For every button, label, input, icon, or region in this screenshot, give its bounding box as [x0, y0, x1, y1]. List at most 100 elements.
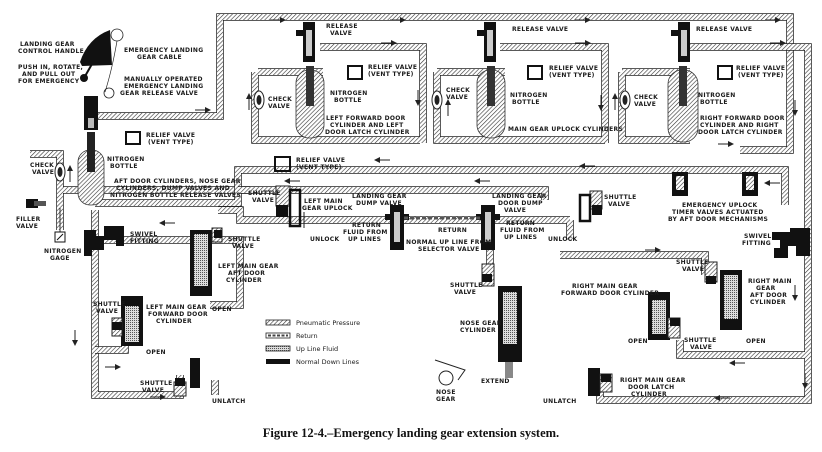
left-main-gear-uplock — [275, 185, 305, 228]
emergency-cable-pulley — [103, 28, 124, 99]
label-open-2: OPEN — [146, 349, 166, 356]
check-valve-2 — [431, 90, 451, 116]
relief-valve-mid — [274, 156, 291, 172]
svg-text:Up Line Fluid: Up Line Fluid — [296, 345, 338, 353]
flow-arrows — [72, 17, 808, 401]
release-valve-3[interactable] — [671, 22, 690, 62]
left-main-gear-aft-door-cylinder — [190, 227, 223, 296]
label-relief-valve-1: RELIEF VALVE(VENT TYPE) — [368, 64, 417, 78]
swivel-fitting-right — [772, 228, 810, 258]
left-main-gear-forward-door-cylinder — [111, 296, 143, 346]
legend-item-up-line: Up Line Fluid — [265, 345, 338, 353]
svg-text:Normal Down Lines: Normal Down Lines — [296, 358, 360, 366]
relief-valve-2 — [527, 65, 543, 80]
release-valve-1[interactable] — [296, 22, 315, 62]
label-unlatch-left: UNLATCH — [212, 398, 246, 405]
label-relief-valve-left: RELIEF VALVE(VENT TYPE) — [146, 132, 195, 146]
label-relief-valve-2: RELIEF VALVE(VENT TYPE) — [549, 65, 598, 79]
svg-text:Return: Return — [296, 332, 318, 340]
nitrogen-gage — [54, 208, 66, 243]
check-valve-3 — [612, 90, 631, 110]
nitrogen-bottle-3 — [667, 66, 699, 143]
right-main-gear-aft-door-cylinder — [704, 261, 742, 330]
check-valve-1 — [246, 90, 265, 110]
label-relief-valve-mid: RELIEF VALVE(VENT TYPE) — [296, 157, 345, 171]
filler-valve[interactable] — [26, 199, 46, 208]
label-release-valve-3: RELEASE VALVE — [696, 26, 752, 33]
nitrogen-bottle-1 — [295, 66, 325, 139]
shuttle-valve-e — [173, 358, 200, 397]
label-unlock-right: UNLOCK — [548, 236, 578, 243]
swivel-fitting-left — [84, 226, 124, 256]
relief-valve-3 — [717, 65, 733, 80]
shuttle-valve-b — [578, 190, 603, 223]
emergency-uplock-timer-valves[interactable] — [672, 172, 758, 196]
legend-item-normal-down: Normal Down Lines — [266, 358, 360, 366]
label-extend: EXTEND — [481, 378, 510, 385]
label-open-1: OPEN — [212, 306, 232, 313]
label-unlock-left: UNLOCK — [310, 236, 340, 243]
label-relief-valve-3: RELIEF VALVE(VENT TYPE) — [736, 65, 785, 79]
label-return: RETURN — [438, 227, 467, 234]
nose-gear — [434, 359, 466, 386]
label-main-gear-uplock: MAIN GEAR UPLOCK CYLINDERS — [508, 126, 623, 133]
manual-release-valve[interactable] — [84, 96, 98, 130]
nitrogen-bottle-2 — [476, 66, 506, 139]
check-valve-left — [54, 162, 73, 182]
legend-item-pneumatic: Pneumatic Pressure — [265, 319, 360, 327]
label-open-3: OPEN — [628, 338, 648, 345]
landing-gear-control-handle[interactable] — [80, 30, 112, 82]
label-release-valve-2: RELEASE VALVE — [512, 26, 568, 33]
legend-item-return: Return — [265, 332, 318, 340]
right-main-gear-door-latch-cylinder — [588, 368, 613, 396]
label-open-4: OPEN — [746, 338, 766, 345]
svg-text:Pneumatic Pressure: Pneumatic Pressure — [296, 319, 360, 327]
release-valve-2[interactable] — [477, 22, 496, 62]
legend: Pneumatic Pressure Return Up Line Fluid … — [265, 319, 360, 366]
relief-valve-1 — [347, 65, 363, 80]
label-unlatch-right: UNLATCH — [543, 398, 577, 405]
right-main-gear-forward-door-cylinder — [648, 292, 681, 340]
